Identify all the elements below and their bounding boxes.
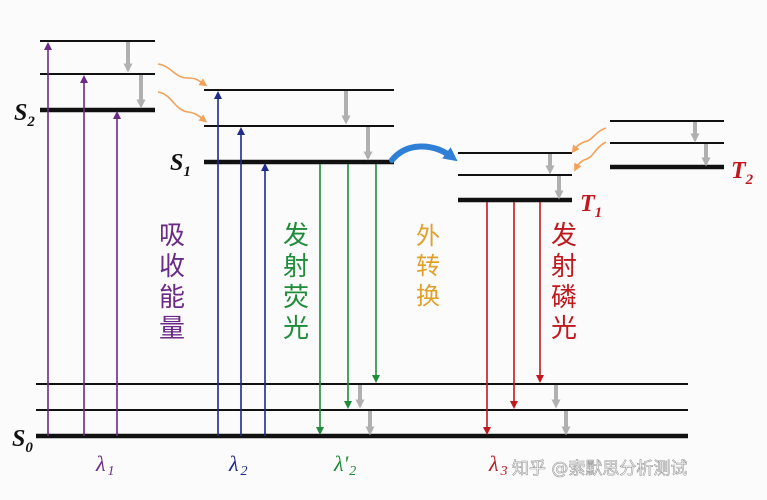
internal-conversion-arrow <box>571 127 607 154</box>
svg-text:光: 光 <box>551 314 577 344</box>
internal-conversion-arrow <box>157 63 208 87</box>
s2-label: S2 <box>14 100 35 130</box>
svg-text:外: 外 <box>416 222 440 250</box>
svg-text:射: 射 <box>551 252 577 282</box>
svg-text:发: 发 <box>283 221 309 251</box>
svg-text:换: 换 <box>416 282 440 310</box>
s1-label: S1 <box>170 150 191 180</box>
svg-text:荧: 荧 <box>283 283 309 313</box>
t1-label: T1 <box>580 191 602 221</box>
svg-text:射: 射 <box>283 252 309 282</box>
absorption-label: 吸 收 能 量 <box>159 221 185 344</box>
t2-label: T2 <box>731 158 754 188</box>
svg-text:吸: 吸 <box>159 221 185 251</box>
svg-text:收: 收 <box>159 252 185 282</box>
phosphorescence-label: 发 射 磷 光 <box>551 221 577 344</box>
svg-text:发: 发 <box>551 221 577 251</box>
external-conversion-label: 外 转 换 <box>416 222 440 310</box>
lambda2-prime-label: λ'2 <box>333 451 356 479</box>
svg-text:转: 转 <box>416 252 440 280</box>
svg-text:量: 量 <box>159 314 185 344</box>
svg-text:能: 能 <box>159 283 185 313</box>
internal-conversion-arrow <box>157 91 208 123</box>
internal-conversion-arrow <box>574 141 607 172</box>
svg-text:光: 光 <box>283 314 309 344</box>
watermark: 知乎 @索默思分析测试 <box>512 459 687 479</box>
s0-label: S0 <box>12 426 33 456</box>
fluorescence-label: 发 射 荧 光 <box>283 221 309 344</box>
svg-text:磷: 磷 <box>551 283 577 313</box>
intersystem-crossing-arrow <box>389 143 458 163</box>
